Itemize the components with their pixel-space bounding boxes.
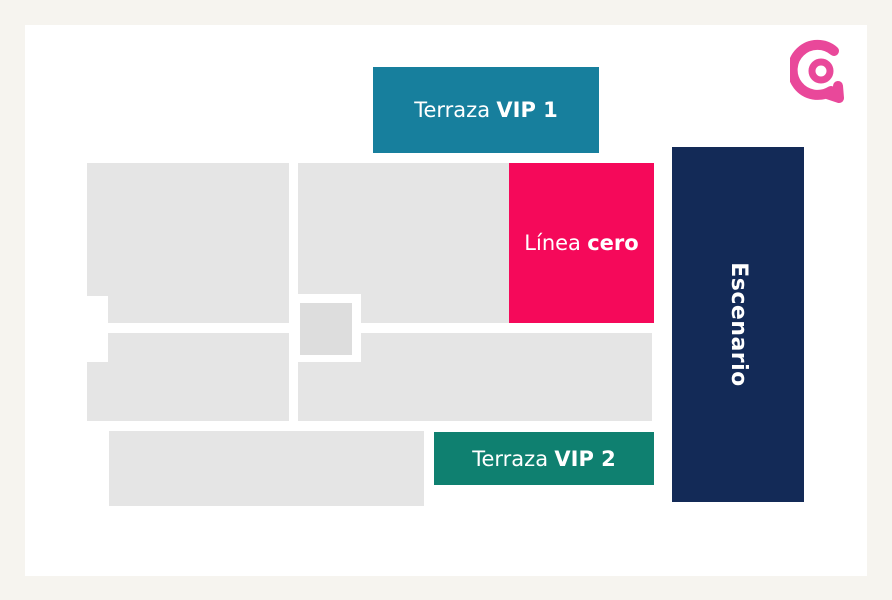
general-area-mid-left bbox=[87, 333, 289, 421]
general-area-bottom bbox=[109, 431, 424, 506]
zone-terraza-vip-1-label-bold: VIP 1 bbox=[496, 98, 558, 122]
general-area-notch-left-lower bbox=[87, 333, 108, 362]
zone-escenario-label: Escenario bbox=[725, 262, 751, 387]
zone-terraza-vip-2-label-bold: VIP 2 bbox=[554, 446, 616, 471]
zone-linea-cero-label: Línea bbox=[524, 231, 581, 255]
center-square bbox=[300, 303, 352, 355]
zone-linea-cero-label-bold: cero bbox=[587, 231, 639, 255]
general-area-top-left bbox=[87, 163, 289, 323]
zone-escenario: Escenario bbox=[672, 147, 804, 502]
speech-bubble-c-logo-icon bbox=[790, 39, 844, 103]
zone-terraza-vip-2-label: Terraza bbox=[472, 446, 549, 471]
zone-terraza-vip-1-label: Terraza bbox=[414, 98, 491, 122]
